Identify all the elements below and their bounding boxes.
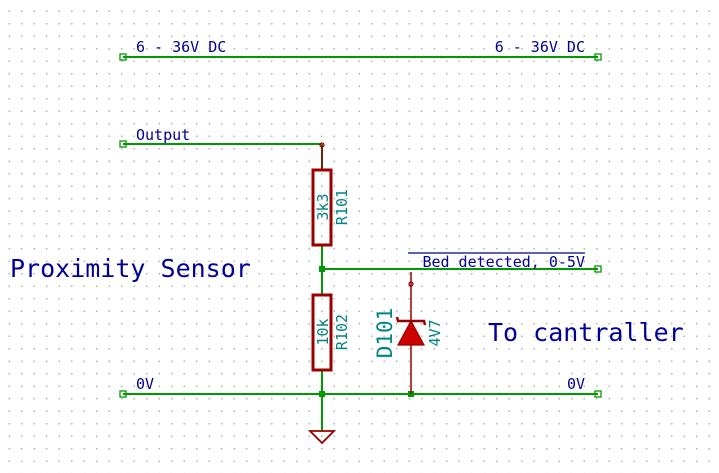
pin-vin-right <box>594 53 602 61</box>
pin-bed-detected <box>594 265 602 273</box>
resistor-r101-value: 3k3 <box>314 193 332 220</box>
zener-diode-d101-value: 4V7 <box>426 319 444 346</box>
resistor-r102-value: 10k <box>314 318 332 345</box>
zener-diode-d101-triangle <box>396 319 426 346</box>
net-label-output: Output <box>136 126 190 144</box>
ground-icon <box>307 430 337 445</box>
resistor-r101[interactable]: 3k3 R101 <box>311 142 351 247</box>
junction-gnd-r102 <box>319 391 325 397</box>
text-proximity-sensor: Proximity Sensor <box>10 254 251 283</box>
resistor-r101-body <box>311 168 333 247</box>
net-label-pins <box>119 53 602 398</box>
wires <box>123 56 598 431</box>
zener-diode-d101-ref: D101 <box>373 308 397 359</box>
resistor-r102[interactable]: 10k R102 <box>311 293 351 372</box>
net-label-gnd-left: 0V <box>136 375 154 393</box>
zener-diode-d101[interactable]: D101 4V7 <box>373 272 444 394</box>
pin-gnd-right <box>594 390 602 398</box>
net-label-gnd-right: 0V <box>567 375 585 393</box>
resistor-r102-ref: R102 <box>333 314 351 350</box>
junction-divider <box>319 266 325 272</box>
net-label-vin-left: 6 - 36V DC <box>136 38 226 56</box>
net-label-vin-right: 6 - 36V DC <box>495 38 585 56</box>
pin-gnd-left <box>119 390 127 398</box>
resistor-r101-ref: R101 <box>333 189 351 225</box>
resistor-r102-body <box>311 293 333 372</box>
text-to-controller: To cantraller <box>488 318 684 347</box>
pin-vin-left <box>119 53 127 61</box>
zener-diode-d101-bar <box>395 316 427 326</box>
pin-output <box>119 140 127 148</box>
net-label-bed-detected: Bed detected, 0-5V <box>422 253 585 271</box>
